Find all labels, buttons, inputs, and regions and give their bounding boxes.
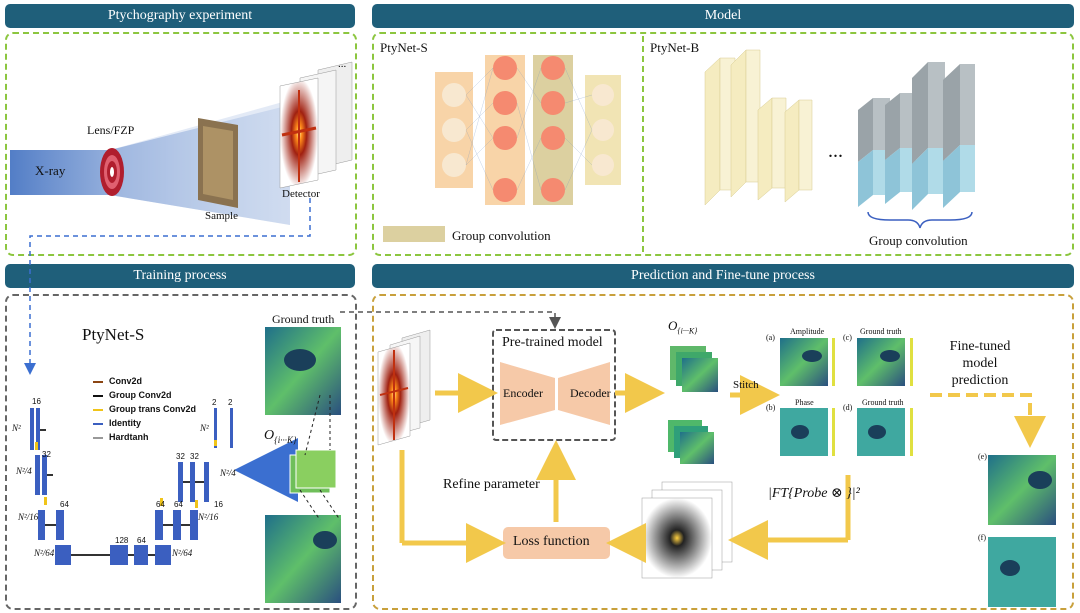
model-ellipsis: ...	[828, 140, 843, 162]
header-experiment: Ptychography experiment	[5, 4, 355, 28]
panel-experiment	[5, 32, 357, 256]
ptynet-s-label: PtyNet-S	[380, 40, 428, 55]
final-predictions	[988, 455, 1056, 607]
sample-image	[198, 118, 238, 208]
group-conv-s-label: Group convolution	[452, 228, 551, 243]
training-network	[30, 408, 298, 565]
loss-box	[503, 527, 610, 559]
gt-label-1: Ground truth	[860, 327, 902, 336]
flow-arrows	[399, 373, 851, 563]
legend-item-conv2d: Conv2d	[93, 376, 142, 386]
phase-label: Phase	[795, 398, 814, 407]
gt-to-model-arrow	[340, 311, 561, 329]
finetuned-label: Fine-tuned model prediction	[949, 339, 1011, 388]
input-diffraction-stack	[377, 329, 431, 446]
detector-stack	[279, 61, 353, 189]
model-divider	[642, 36, 644, 252]
lens-icon	[100, 148, 124, 196]
amplitude-label: Amplitude	[790, 327, 825, 336]
header-model: Model	[372, 4, 1074, 28]
ground-truth-label: Ground truth	[272, 312, 335, 326]
sample-label: Sample	[205, 210, 238, 222]
panel-training	[5, 294, 357, 610]
formula-label: |FT{Probe ⊗ }|²	[768, 486, 860, 501]
patches-label: O{i···K}	[264, 428, 297, 445]
tag-d: (d)	[843, 403, 853, 412]
patch-output-label: O{i···K}	[668, 318, 698, 336]
gt-label-2: Ground truth	[862, 398, 904, 407]
xray-label: X-ray	[35, 163, 66, 178]
header-training: Training process	[5, 264, 355, 288]
panel-prediction	[372, 294, 1074, 610]
training-title: PtyNet-S	[82, 325, 145, 344]
refine-label: Refine parameter	[443, 477, 540, 492]
stitch-label: Stitch	[733, 379, 759, 391]
legend-item-hardtanh: Hardtanh	[93, 432, 149, 442]
legend-item-group-trans-conv2d: Group trans Conv2d	[93, 404, 196, 414]
legend-item-group-conv2d: Group Conv2d	[93, 390, 172, 400]
ptynet-s-layers	[383, 55, 621, 242]
finetune-arrow	[930, 393, 1046, 448]
detector-ellipsis: ...	[338, 58, 347, 70]
ptynet-b-label: PtyNet-B	[650, 40, 700, 55]
encoder-shape	[500, 362, 555, 425]
panel-model	[372, 32, 1074, 256]
encoder-label: Encoder	[503, 386, 543, 400]
pretrained-label: Pre-trained model	[502, 335, 603, 350]
decoder-shape	[558, 362, 610, 425]
header-prediction: Prediction and Fine-tune process	[372, 264, 1074, 288]
decoder-label: Decoder	[570, 386, 611, 400]
stitched-results	[780, 338, 913, 456]
training-images	[265, 327, 341, 603]
patch-outputs	[668, 346, 718, 464]
experiment-to-training-arrow	[24, 198, 311, 375]
detector-label: Detector	[282, 188, 320, 200]
ptynet-b-blocks	[704, 49, 975, 229]
lens-label: Lens/FZP	[87, 123, 135, 137]
measured-diffraction-stack	[641, 481, 733, 579]
tag-a: (a)	[766, 333, 775, 342]
tag-f: (f)	[978, 533, 986, 542]
loss-label: Loss function	[513, 534, 590, 549]
tag-c: (c)	[843, 333, 852, 342]
tag-b: (b)	[766, 403, 776, 412]
legend-item-identity: Identity	[93, 418, 141, 428]
group-conv-b-label: Group convolution	[869, 233, 968, 248]
tag-e: (e)	[978, 452, 987, 461]
